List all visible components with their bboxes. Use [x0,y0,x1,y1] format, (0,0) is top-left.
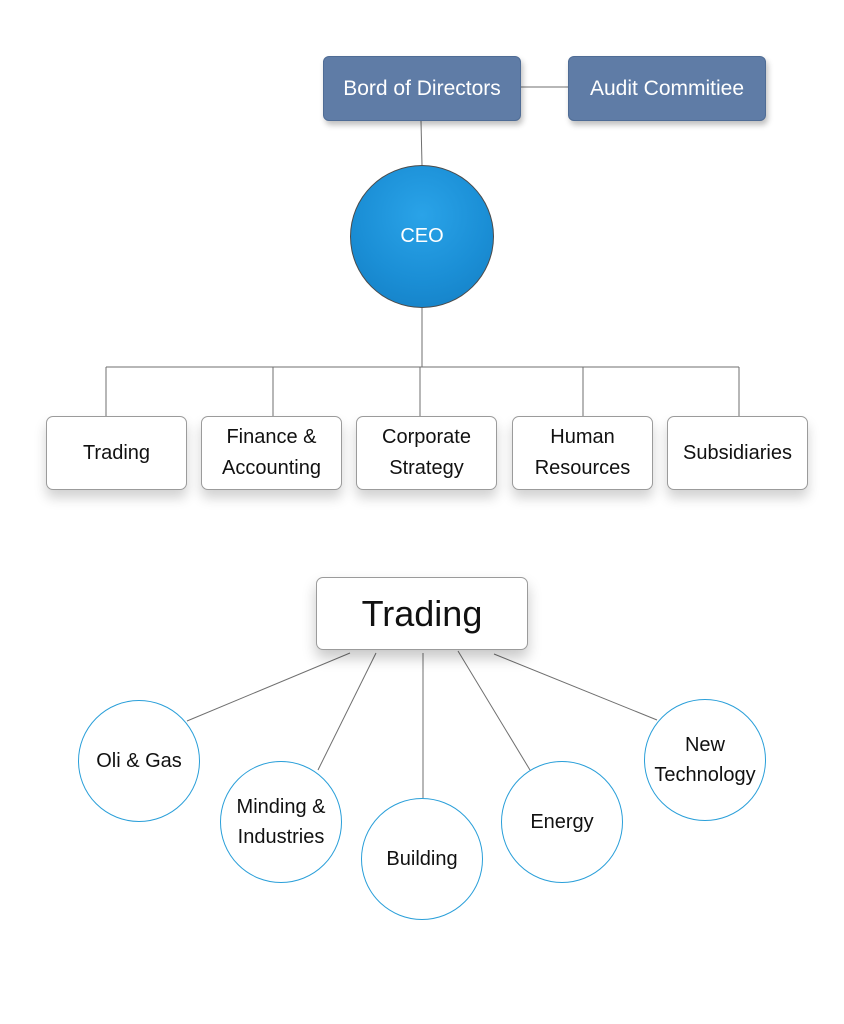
department-finance-accounting[interactable]: Finance & Accounting [201,416,342,490]
trading-title-label: Trading [361,592,483,634]
sector-energy[interactable]: Energy [501,761,623,883]
link-new-tech [493,653,658,721]
department-label: Subsidiaries [683,441,792,464]
department-subsidiaries[interactable]: Subsidiaries [667,416,808,490]
department-human-resources[interactable]: Human Resources [512,416,653,490]
department-corporate-strategy[interactable]: Corporate Strategy [356,416,497,490]
department-label: Trading [82,441,151,464]
sector-label: Building [386,848,458,870]
link-energy [457,650,531,771]
link-oil-gas [186,652,351,722]
department-label: Finance & Accounting [222,426,321,479]
sector-label: Oli & Gas [96,750,182,772]
audit-committee-label: Audit Commitiee [589,76,745,100]
department-trading[interactable]: Trading [46,416,187,490]
ceo-label: CEO [400,225,444,247]
board-ceo-connector [420,120,423,166]
audit-committee-box[interactable]: Audit Commitiee [568,56,766,121]
sector-new-technology[interactable]: New Technology [644,699,766,821]
board-of-directors-box[interactable]: Bord of Directors [323,56,521,121]
sector-label: New Technology [654,734,756,786]
sector-label: Energy [530,811,594,833]
ceo-node[interactable]: CEO [350,165,494,308]
link-minding [317,652,377,771]
department-label: Human Resources [534,426,631,479]
department-label: Corporate Strategy [382,426,471,479]
sector-label: Minding & Industries [236,796,326,848]
trading-title-box[interactable]: Trading [316,577,528,650]
sector-building[interactable]: Building [361,798,483,920]
board-of-directors-label: Bord of Directors [343,76,501,100]
sector-oil-gas[interactable]: Oli & Gas [78,700,200,822]
sector-minding-industries[interactable]: Minding & Industries [220,761,342,883]
